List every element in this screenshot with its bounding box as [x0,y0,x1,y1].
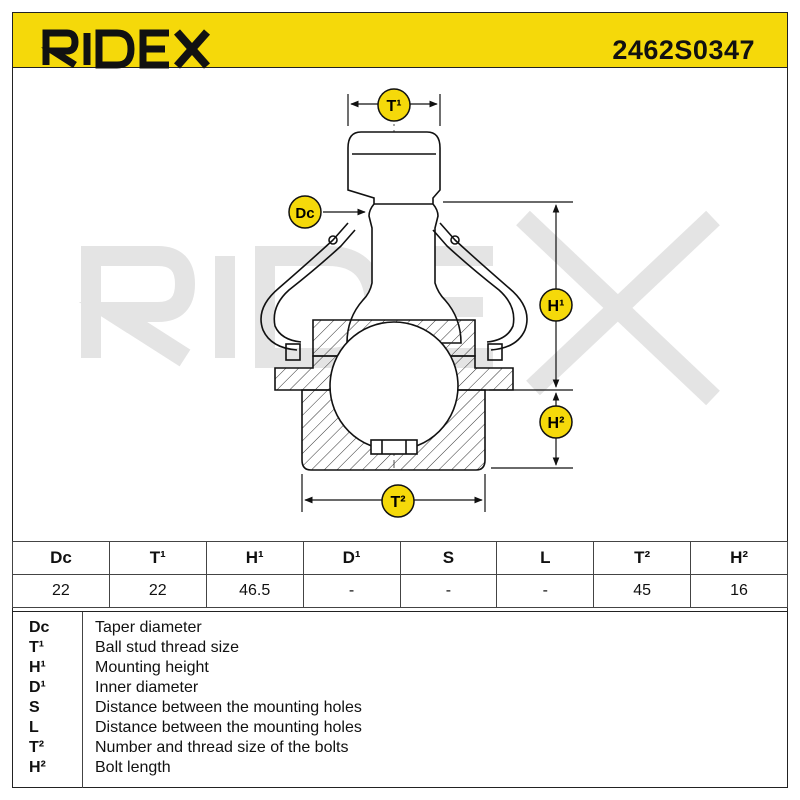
spec-header-cell: L [496,541,595,575]
legend-code: T² [29,739,45,756]
label-t2-bottom: T² [381,484,415,518]
spec-value-cell: 16 [690,574,788,608]
spec-value-cell: - [496,574,595,608]
legend-desc: Mounting height [95,659,209,676]
spec-value-cell: 45 [593,574,692,608]
ridex-logo [41,29,210,69]
spec-header-cell: T² [593,541,692,575]
label-h1: H¹ [539,288,573,322]
label-t1-top: T¹ [377,88,411,122]
spec-header-cell: Dc [12,541,110,575]
svg-text:Dc: Dc [295,205,314,222]
spec-header-cell: T¹ [108,541,207,575]
legend-desc: Inner diameter [95,679,199,696]
legend-desc: Number and thread size of the bolts [95,739,349,756]
part-number: 2462S0347 [612,35,755,65]
legend-code: H² [29,759,46,776]
spec-value-cell: 22 [108,574,207,608]
svg-text:T²: T² [390,494,405,511]
legend-divider [82,612,83,788]
legend: Dc Taper diameter T¹ Ball stud thread si… [12,611,788,788]
spec-value-cell: 22 [12,574,110,608]
spec-table: Dc T¹ H¹ D¹ S L T² H² 22 22 46.5 - - - 4… [12,541,788,608]
legend-code: S [29,699,40,716]
spec-header-cell: D¹ [302,541,401,575]
header-bar: 2462S0347 [12,12,788,69]
label-dc: Dc [288,195,322,229]
spec-value-cell: 46.5 [205,574,304,608]
legend-desc: Ball stud thread size [95,639,240,656]
legend-code: T¹ [29,639,45,656]
svg-text:T¹: T¹ [386,98,401,115]
spec-header-row: Dc T¹ H¹ D¹ S L T² H² [12,541,788,575]
legend-desc: Taper diameter [95,619,202,636]
label-h2: H² [539,405,573,439]
legend-desc: Distance between the mounting holes [95,719,362,736]
svg-text:H¹: H¹ [548,298,565,315]
ball-joint-diagram: T¹ Dc H¹ H² T² [78,88,720,518]
legend-code: L [29,719,39,736]
spec-header-cell: S [399,541,498,575]
legend-code: H¹ [29,659,46,676]
rubber-boot [260,222,528,361]
legend-desc: Distance between the mounting holes [95,699,362,716]
legend-desc: Bolt length [95,759,171,776]
svg-text:H²: H² [548,415,565,432]
spec-header-cell: H² [690,541,788,575]
spec-value-cell: - [399,574,498,608]
spec-header-cell: H¹ [205,541,304,575]
housing [274,319,514,471]
spec-value-row: 22 22 46.5 - - - 45 16 [12,574,788,608]
spec-value-cell: - [302,574,401,608]
legend-code: D¹ [29,679,46,696]
ball-stud [346,131,462,344]
legend-code: Dc [29,619,50,636]
